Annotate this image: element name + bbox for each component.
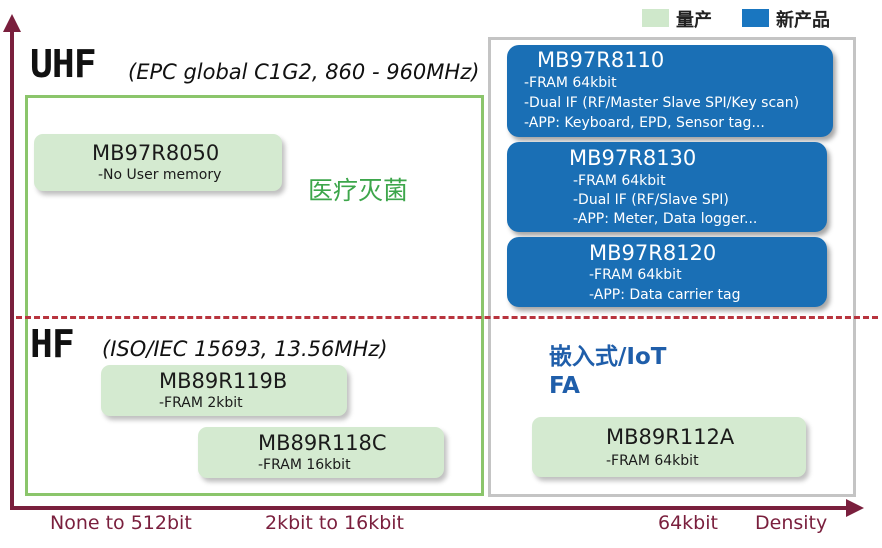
fa-label: FA <box>549 373 580 399</box>
card-line: -APP: Keyboard, EPD, Sensor tag... <box>524 115 765 131</box>
embedded-iot-label: 嵌入式/IoT <box>549 344 667 370</box>
x-label-2kbit-to-16kbit: 2kbit to 16kbit <box>265 512 405 534</box>
legend-label-mass: 量产 <box>676 10 712 31</box>
medical-label: 医疗灭菌 <box>308 176 409 205</box>
card-title: MB97R8120 <box>589 241 717 265</box>
card-line: -FRAM 16kbit <box>258 457 351 473</box>
card-mb97r8050: MB97R8050 -No User memory <box>34 134 282 191</box>
card-title: MB89R119B <box>159 369 288 393</box>
x-label-density: Density <box>755 512 828 534</box>
uhf-title: UHF <box>30 42 97 86</box>
legend-label-new: 新产品 <box>776 10 830 31</box>
card-line: -APP: Data carrier tag <box>589 287 741 303</box>
card-title: MB89R112A <box>606 425 735 449</box>
card-mb97r8130: MB97R8130 -FRAM 64kbit -Dual IF (RF/Slav… <box>507 142 827 232</box>
card-title: MB97R8130 <box>569 146 697 170</box>
y-axis-arrow <box>3 14 21 32</box>
x-label-none-to-512bit: None to 512bit <box>50 512 192 534</box>
card-line: -FRAM 64kbit <box>524 75 617 91</box>
uhf-hf-divider <box>16 316 878 319</box>
x-axis-arrow <box>846 499 864 517</box>
card-line: -Dual IF (RF/Master Slave SPI/Key scan) <box>524 95 800 111</box>
card-title: MB89R118C <box>258 431 387 455</box>
card-title: MB97R8050 <box>92 141 220 165</box>
card-line: -No User memory <box>98 167 222 183</box>
x-axis <box>10 506 848 510</box>
card-line: -Dual IF (RF/Slave SPI) <box>573 192 729 208</box>
card-line: -FRAM 2kbit <box>159 395 243 411</box>
high-density-frame <box>488 37 856 497</box>
card-mb89r119b: MB89R119B -FRAM 2kbit <box>101 365 347 416</box>
card-mb89r118c: MB89R118C -FRAM 16kbit <box>198 427 444 478</box>
low-density-frame <box>25 95 484 496</box>
card-line: -FRAM 64kbit <box>573 173 666 189</box>
legend-swatch-new <box>742 9 769 27</box>
card-line: -FRAM 64kbit <box>606 453 699 469</box>
card-mb97r8110: MB97R8110 -FRAM 64kbit -Dual IF (RF/Mast… <box>507 45 833 137</box>
card-mb97r8120: MB97R8120 -FRAM 64kbit -APP: Data carrie… <box>507 237 827 307</box>
uhf-subtitle: (EPC global C1G2, 860 - 960MHz) <box>128 60 480 84</box>
y-axis <box>10 28 14 510</box>
legend-swatch-mass <box>642 9 669 27</box>
card-title: MB97R8110 <box>537 48 665 72</box>
x-label-64kbit: 64kbit <box>658 512 718 534</box>
card-mb89r112a: MB89R112A -FRAM 64kbit <box>532 417 806 477</box>
card-line: -APP: Meter, Data logger... <box>573 211 758 227</box>
hf-subtitle: (ISO/IEC 15693, 13.56MHz) <box>102 337 388 361</box>
card-line: -FRAM 64kbit <box>589 267 682 283</box>
hf-title: HF <box>30 322 75 366</box>
